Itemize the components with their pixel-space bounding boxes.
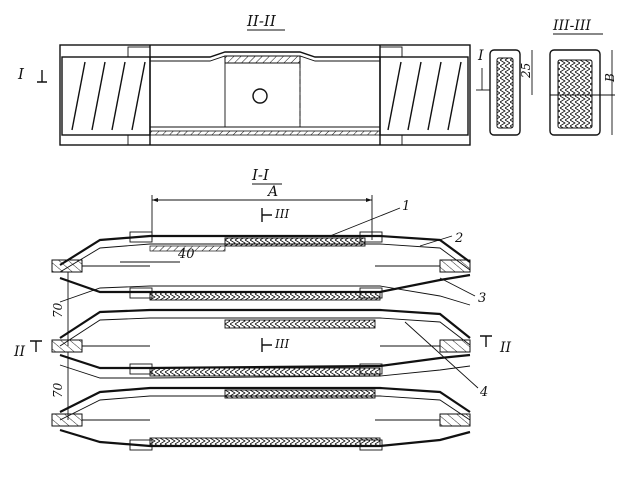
cut-label-I: I <box>17 65 25 83</box>
main-section-view: I-I A III III 40 <box>13 166 512 451</box>
top-left-coil <box>61 56 151 136</box>
dim-A: A <box>266 184 278 200</box>
center-hole <box>252 88 268 104</box>
dim-40: 40 <box>177 247 195 262</box>
callout-2: 2 <box>419 231 463 247</box>
callout-label-4: 4 <box>479 385 488 400</box>
section-label-main: I-I <box>251 166 270 184</box>
dim-B: B <box>603 73 617 83</box>
top-left-coil-hatch <box>71 61 146 131</box>
callout-label-3: 3 <box>478 291 486 306</box>
section-label-top: II-II <box>246 12 277 30</box>
callout-3: 3 <box>439 277 486 306</box>
dim-70-upper: 70 <box>51 302 65 318</box>
cut-label-II-right: II <box>499 340 512 356</box>
dim-25: 25 <box>519 63 533 79</box>
section-label-side: III-III <box>552 18 591 34</box>
side-section-view: III-III I 25 B <box>476 18 617 136</box>
callout-4: 4 <box>404 321 488 400</box>
cut-arrow-I <box>37 70 47 83</box>
dim-70-lower: 70 <box>51 382 65 398</box>
callout-label-1: 1 <box>402 199 410 214</box>
cut-label-III-bottom: III <box>274 337 289 351</box>
top-right-coil-hatch <box>387 61 462 131</box>
cut-label-II-left: II <box>13 344 26 360</box>
top-outer-frame <box>59 44 471 146</box>
cut-label-III-top: III <box>274 207 289 221</box>
callout-label-2: 2 <box>454 231 463 246</box>
callout-1: 1 <box>329 199 410 237</box>
top-section-view: II-II I <box>17 12 471 146</box>
side-label-I: I <box>477 48 484 64</box>
